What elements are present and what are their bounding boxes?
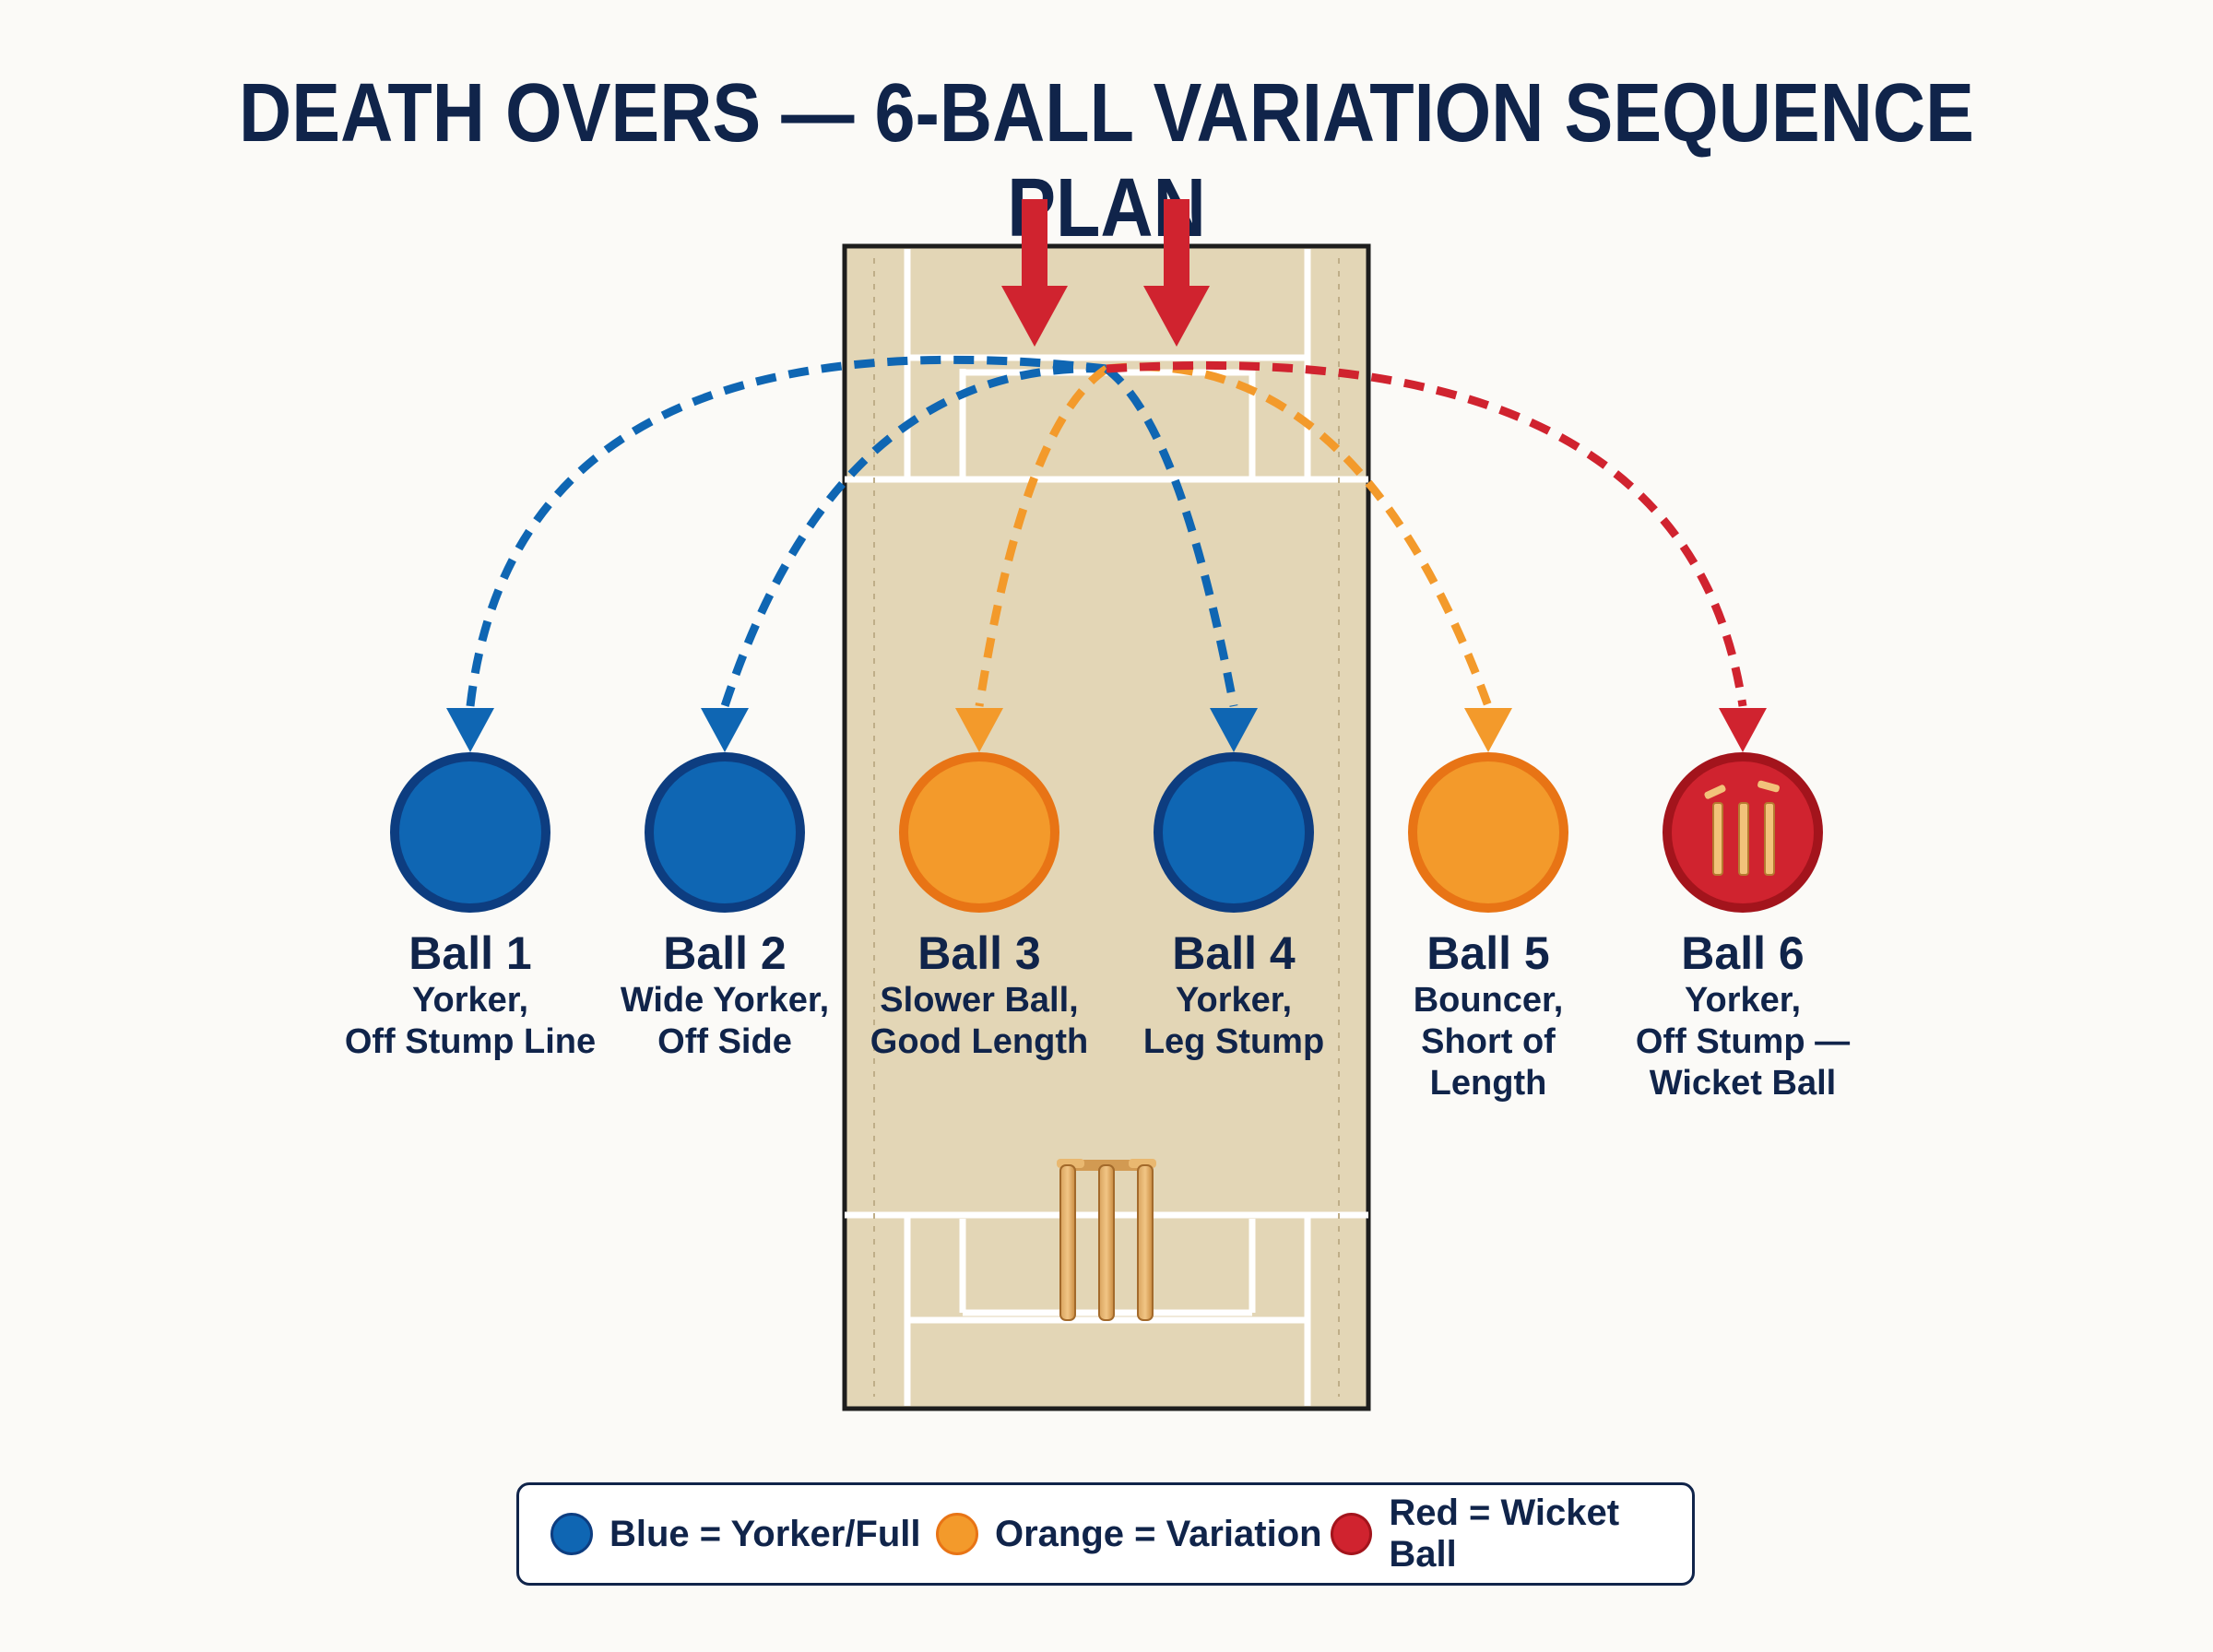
ball-description: Yorker, Off Stump — Wicket Ball [1635,981,1851,1103]
legend-swatch [936,1513,978,1555]
ball-circle-group [390,752,1823,913]
legend-label: Blue = Yorker/Full [609,1513,921,1554]
arrowhead-ball-5 [1464,708,1512,752]
ball-circle-3 [899,752,1059,913]
legend-item-red: Red = Wicket Ball [1331,1485,1692,1583]
legend-item-orange: Orange = Variation [936,1485,1322,1583]
ball-description: Yorker, Leg Stump [1142,981,1325,1061]
trajectory-ball-3 [975,365,1109,707]
stumps-icon [1057,1159,1156,1321]
arrowhead-ball-6 [1719,708,1767,752]
ball-circle-5 [1408,752,1568,913]
trajectory-ball-4 [1104,365,1238,707]
ball-description: Wide Yorker, Off Side [620,981,830,1061]
trajectory-group [446,355,1767,752]
legend-item-blue: Blue = Yorker/Full [550,1485,921,1583]
ball-circle-4 [1154,752,1314,913]
trajectory-ball-2 [720,364,1107,708]
arrowhead-ball-4 [1210,708,1258,752]
ball-number: Ball 2 [663,927,787,979]
ball-description: Slower Ball, Good Length [870,981,1089,1061]
legend-label: Red = Wicket Ball [1389,1493,1620,1575]
ball-circle-1 [390,752,550,913]
legend-label: Orange = Variation [995,1513,1322,1554]
ball-description: Yorker, Off Stump Line [344,981,597,1061]
entry-arrows [1001,199,1210,347]
ball-circle-2 [645,752,805,913]
ball-description: Bouncer, Short of Length [1413,981,1564,1103]
trajectory-ball-1 [466,355,1107,707]
arrowhead-ball-1 [446,708,494,752]
legend-swatch [550,1513,593,1555]
ball-number: Ball 5 [1426,927,1550,979]
ball-number: Ball 6 [1681,927,1805,979]
arrowhead-ball-2 [701,708,749,752]
legend: Blue = Yorker/Full Orange = Variation Red … [516,1482,1695,1586]
trajectory-ball-6 [1106,360,1747,707]
wicket-icon [1704,780,1780,876]
ball-number: Ball 3 [917,927,1041,979]
ball-number: Ball 1 [408,927,532,979]
legend-swatch [1331,1513,1373,1555]
arrowhead-ball-3 [955,708,1003,752]
ball-number: Ball 4 [1172,927,1296,979]
